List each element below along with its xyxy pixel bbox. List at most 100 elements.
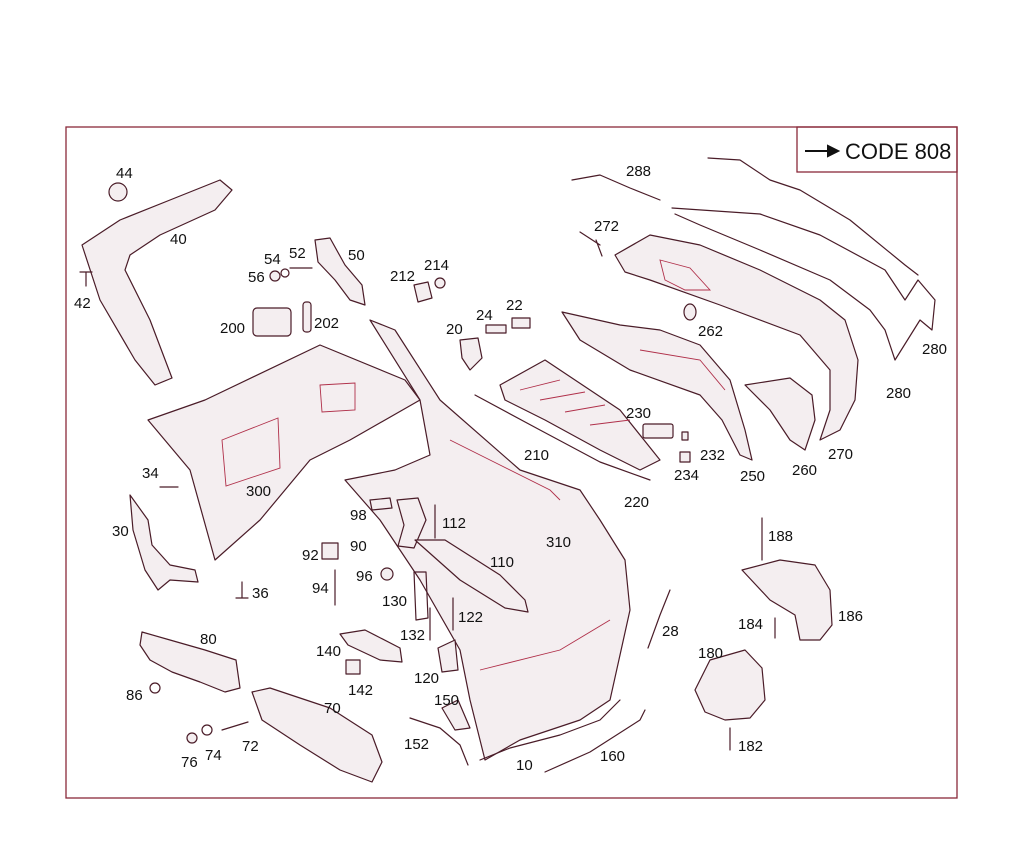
part-54-washer [280, 268, 290, 278]
part-92-clip [321, 542, 339, 560]
label-72: 72 [242, 738, 259, 755]
part-152-strip [409, 717, 469, 766]
label-44: 44 [116, 165, 133, 182]
label-142: 142 [348, 682, 373, 699]
label-220: 220 [624, 494, 649, 511]
part-10-lower-bumper [479, 699, 621, 761]
label-182: 182 [738, 738, 763, 755]
part-56-nut [269, 270, 281, 282]
label-272: 272 [594, 218, 619, 235]
label-188: 188 [768, 528, 793, 545]
part-40-bracket [81, 179, 233, 386]
label-52: 52 [289, 245, 306, 262]
label-70: 70 [324, 700, 341, 717]
label-300: 300 [246, 483, 271, 500]
part-300-bumper-side [147, 344, 421, 561]
part-234-nut [679, 451, 691, 463]
label-262: 262 [698, 323, 723, 340]
label-74: 74 [205, 747, 222, 764]
part-20-bracket [459, 337, 483, 371]
part-280-trim [671, 207, 936, 361]
label-232: 232 [700, 447, 725, 464]
label-130: 130 [382, 593, 407, 610]
part-80-bracket [139, 631, 241, 693]
part-70-bracket [251, 687, 383, 783]
label-310: 310 [546, 534, 571, 551]
label-112: 112 [442, 515, 466, 532]
label-270: 270 [828, 446, 853, 463]
part-212-clip [413, 281, 433, 303]
part-160-strip [544, 709, 646, 773]
label-280-upper: 280 [922, 341, 947, 358]
code-label: CODE 808 [845, 139, 951, 164]
label-202: 202 [314, 315, 339, 332]
part-44-nut [108, 182, 128, 202]
label-80: 80 [200, 631, 217, 648]
label-280-lower: 280 [886, 385, 911, 402]
label-56: 56 [248, 269, 265, 286]
label-200: 200 [220, 320, 245, 337]
part-186-bracket [741, 559, 833, 641]
label-10: 10 [516, 757, 533, 774]
label-288: 288 [626, 163, 651, 180]
part-210-diffuser-grid [499, 359, 661, 471]
part-36-clip [235, 581, 249, 599]
part-230-sensor [642, 423, 674, 439]
label-98: 98 [350, 507, 367, 524]
part-288-strip [571, 174, 661, 201]
label-184: 184 [738, 616, 763, 633]
label-24: 24 [476, 307, 493, 324]
part-232-clip [681, 431, 689, 441]
part-98-clip [369, 497, 393, 511]
label-214: 214 [424, 257, 449, 274]
label-152: 152 [404, 736, 429, 753]
part-22-clip [511, 317, 531, 329]
part-labels: 10 20 22 24 28 30 34 36 40 42 44 50 52 5… [74, 163, 947, 774]
label-212: 212 [390, 268, 415, 285]
label-160: 160 [600, 748, 625, 765]
label-180: 180 [698, 645, 723, 662]
label-260: 260 [792, 462, 817, 479]
part-272-clip [579, 231, 603, 257]
label-234: 234 [674, 467, 699, 484]
label-30: 30 [112, 523, 129, 540]
label-20: 20 [446, 321, 463, 338]
label-110: 110 [490, 554, 514, 571]
label-96: 96 [356, 568, 373, 585]
label-150: 150 [434, 692, 459, 709]
label-90: 90 [350, 538, 367, 555]
part-42-screw [79, 271, 93, 287]
label-122: 122 [458, 609, 483, 626]
label-28: 28 [662, 623, 679, 640]
part-200-flap [252, 307, 292, 337]
label-92: 92 [302, 547, 319, 564]
label-86: 86 [126, 687, 143, 704]
part-260-bracket [744, 377, 816, 451]
diagram-frame [65, 126, 958, 799]
part-142-clip [345, 659, 361, 675]
part-74-washer [201, 724, 213, 736]
label-210: 210 [524, 447, 549, 464]
label-76: 76 [181, 754, 198, 771]
part-28-strip [647, 589, 671, 649]
part-250-lower-trim [561, 311, 753, 461]
label-36: 36 [252, 585, 269, 602]
part-214-nut [434, 277, 446, 289]
part-140-bracket [339, 629, 403, 663]
part-30-bracket [129, 494, 199, 591]
part-120-bracket [437, 639, 459, 673]
part-76-nut [186, 732, 198, 744]
part-24-clip [485, 324, 507, 334]
part-86-washer [149, 682, 161, 694]
part-50-bracket [314, 237, 366, 306]
part-180-housing [694, 649, 766, 721]
label-132: 132 [400, 627, 425, 644]
part-72-screw [221, 721, 249, 731]
label-50: 50 [348, 247, 365, 264]
label-22: 22 [506, 297, 523, 314]
part-220-rail [474, 394, 651, 481]
label-40: 40 [170, 231, 187, 248]
label-94: 94 [312, 580, 329, 597]
part-202-strip [302, 301, 312, 333]
